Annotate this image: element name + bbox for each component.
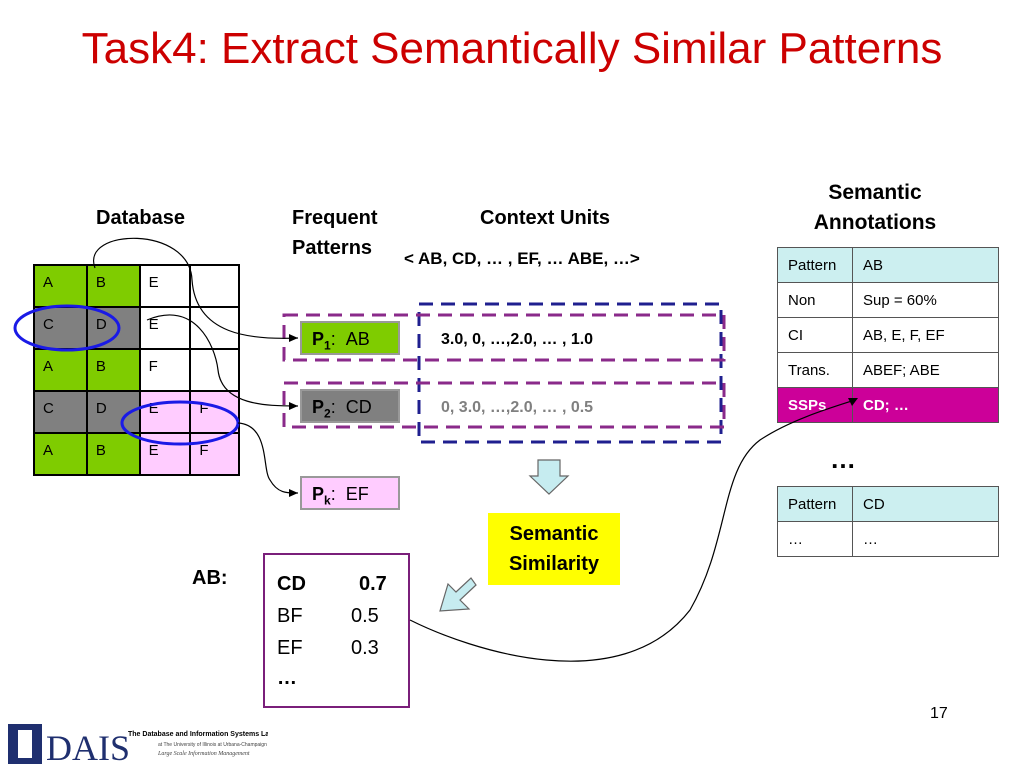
table-cell: CD; … bbox=[852, 387, 999, 423]
table-cell: F bbox=[189, 390, 240, 434]
table-row: SSPs CD; … bbox=[777, 387, 999, 423]
table-cell: F bbox=[138, 348, 192, 392]
database-table: A B E C D E A B F C D E F A B E F bbox=[33, 264, 240, 476]
pattern-subscript: 2 bbox=[324, 406, 331, 421]
cd-to-p2-arrow bbox=[146, 314, 299, 407]
table-cell: AB bbox=[852, 247, 999, 283]
p2-dashed-row bbox=[282, 381, 726, 429]
similar-patterns-box: CD 0.7 BF 0.5 EF 0.3 … bbox=[263, 553, 410, 708]
table-cell: … bbox=[777, 521, 853, 557]
svg-text:The Database and Information S: The Database and Information Systems Lab… bbox=[128, 731, 268, 738]
similar-pattern: BF bbox=[277, 605, 303, 627]
table-cell: AB, E, F, EF bbox=[852, 317, 999, 353]
table-cell: C bbox=[33, 390, 88, 434]
table-cell: CD bbox=[852, 486, 999, 522]
table-row: A B E bbox=[33, 264, 240, 308]
table-row: C D E bbox=[33, 306, 240, 350]
table-cell bbox=[189, 264, 240, 308]
table-cell: A bbox=[33, 432, 88, 476]
ef-oval bbox=[120, 400, 240, 446]
down-block-arrow bbox=[528, 459, 570, 495]
svg-text:Large Scale Information Manage: Large Scale Information Management bbox=[157, 750, 250, 757]
table-cell: C bbox=[33, 306, 88, 350]
pattern-value: AB bbox=[345, 329, 370, 349]
left-block-arrow bbox=[439, 577, 477, 612]
table-cell bbox=[189, 306, 240, 350]
pattern-subscript: k bbox=[324, 493, 331, 508]
context-units-list: < AB, CD, … , EF, … ABE, …> bbox=[404, 249, 640, 268]
pattern-name: P bbox=[312, 484, 325, 504]
annotation-table-cd: Pattern CD … … bbox=[777, 486, 999, 557]
table-cell: A bbox=[33, 264, 88, 308]
ab-label: AB: bbox=[192, 567, 228, 589]
context-vector-p2: 0, 3.0, …,2.0, … , 0.5 bbox=[441, 399, 594, 416]
frequent-patterns-label: Frequent Patterns bbox=[292, 207, 378, 259]
similar-pattern: EF bbox=[277, 637, 303, 659]
table-cell: E bbox=[138, 390, 192, 434]
pattern-pk-box: Pk: EF bbox=[300, 476, 400, 510]
table-row: C D E F bbox=[33, 390, 240, 434]
table-cell: B bbox=[85, 264, 141, 308]
pattern-subscript: 1 bbox=[324, 338, 331, 353]
table-cell: Trans. bbox=[777, 352, 853, 388]
annotations-ellipsis: … bbox=[830, 444, 856, 474]
semantic-similarity-box: Semantic Similarity bbox=[488, 513, 620, 585]
arrowhead bbox=[848, 398, 858, 406]
slide-title: Task4: Extract Semantically Similar Patt… bbox=[81, 24, 943, 73]
pattern-name: P bbox=[312, 397, 325, 417]
similar-pattern: … bbox=[277, 667, 297, 689]
ef-to-pk-arrow bbox=[237, 422, 299, 494]
table-cell bbox=[189, 348, 240, 392]
dais-logo: DAIS The Database and Information System… bbox=[8, 720, 298, 768]
table-cell: A bbox=[33, 348, 88, 392]
arrowhead bbox=[289, 489, 298, 497]
table-cell: E bbox=[138, 432, 192, 476]
table-cell: E bbox=[138, 306, 192, 350]
table-row: Trans. ABEF; ABE bbox=[777, 352, 999, 388]
table-row: Pattern AB bbox=[777, 247, 999, 283]
context-vector-p1: 3.0, 0, …,2.0, … , 1.0 bbox=[441, 331, 594, 348]
table-cell: Non bbox=[777, 282, 853, 318]
table-cell: E bbox=[138, 264, 192, 308]
pattern-value: EF bbox=[345, 484, 369, 504]
ab-to-p1-arrow bbox=[93, 237, 299, 339]
table-row: A B E F bbox=[33, 432, 240, 476]
table-row: Non Sup = 60% bbox=[777, 282, 999, 318]
table-row: Pattern CD bbox=[777, 486, 999, 522]
svg-text:DAIS: DAIS bbox=[46, 728, 130, 766]
annotation-table-ab: Pattern AB Non Sup = 60% CI AB, E, F, EF… bbox=[777, 247, 999, 423]
similarity-score: 0.3 bbox=[351, 637, 379, 659]
similarity-score: 0.5 bbox=[351, 605, 379, 627]
cd-oval bbox=[13, 304, 121, 352]
p1-dashed-row bbox=[282, 313, 726, 362]
page-number: 17 bbox=[930, 705, 948, 722]
database-label: Database bbox=[96, 207, 185, 229]
table-cell: B bbox=[85, 432, 141, 476]
arrowhead bbox=[289, 402, 298, 410]
svg-text:at The University of Illinois: at The University of Illinois at Urbana-… bbox=[158, 742, 267, 748]
context-units-dashed-box bbox=[417, 302, 723, 444]
table-cell: ABEF; ABE bbox=[852, 352, 999, 388]
table-cell: CI bbox=[777, 317, 853, 353]
result-to-ssps-curve bbox=[409, 399, 856, 662]
table-cell: D bbox=[85, 306, 141, 350]
similarity-score: 0.7 bbox=[359, 573, 387, 595]
table-row: CI AB, E, F, EF bbox=[777, 317, 999, 353]
arrowhead bbox=[289, 334, 298, 342]
table-row: A B F bbox=[33, 348, 240, 392]
context-units-label: Context Units bbox=[480, 207, 610, 229]
semantic-annotations-label: Semantic Annotations bbox=[813, 181, 937, 234]
pattern-name: P bbox=[312, 329, 325, 349]
similar-pattern: CD bbox=[277, 573, 306, 595]
pattern-value: CD bbox=[345, 397, 372, 417]
table-cell: F bbox=[189, 432, 240, 476]
dais-logo-graphic: DAIS The Database and Information System… bbox=[8, 724, 298, 768]
pattern-p1-box: P1: AB bbox=[300, 321, 400, 355]
pattern-p2-box: P2: CD bbox=[300, 389, 400, 423]
table-row: … … bbox=[777, 521, 999, 557]
table-cell: … bbox=[852, 521, 999, 557]
table-cell: B bbox=[85, 348, 141, 392]
